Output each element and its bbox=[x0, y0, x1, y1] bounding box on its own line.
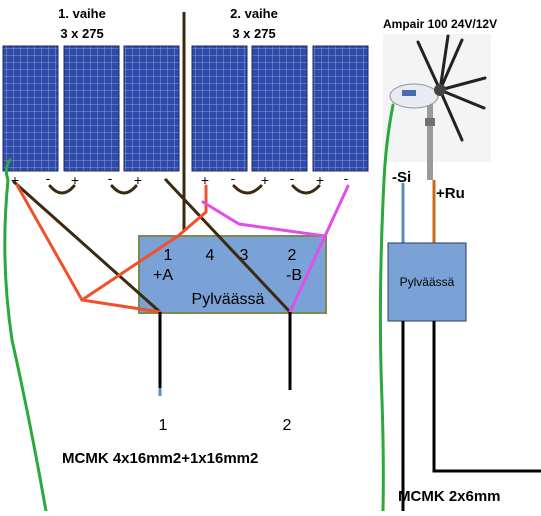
junction-terminal-2: 2 bbox=[288, 247, 297, 264]
jumper bbox=[232, 184, 263, 195]
solar-panel bbox=[312, 45, 369, 172]
junction-box-label: Pylväässä bbox=[192, 291, 265, 308]
junction-minus-b: -B bbox=[286, 267, 302, 284]
phase1-title: 1. vaihe bbox=[58, 6, 106, 21]
junction-plus-a: +A bbox=[153, 267, 173, 284]
red-wire-right bbox=[80, 184, 208, 302]
phase1-count: 3 x 275 bbox=[60, 26, 103, 41]
wind-turbine-image bbox=[383, 34, 491, 180]
jumper bbox=[291, 184, 321, 195]
magenta-wire-right bbox=[288, 184, 350, 314]
turbine-cable bbox=[401, 321, 541, 511]
phase2-title: 2. vaihe bbox=[230, 6, 278, 21]
terminal-plus: + bbox=[11, 172, 19, 188]
solar-panel bbox=[191, 45, 248, 172]
cable-number-1: 1 bbox=[159, 417, 168, 434]
turbine-box-label: Pylväässä bbox=[400, 275, 455, 289]
phase2-count: 3 x 275 bbox=[232, 26, 275, 41]
turbine-cable-label: MCMK 2x6mm bbox=[398, 488, 501, 505]
brown-wire-plus-a bbox=[12, 180, 162, 314]
turbine-minus-label: -Si bbox=[392, 169, 411, 186]
magenta-wire-upper bbox=[201, 200, 327, 238]
turbine-cable-right bbox=[432, 321, 541, 473]
terminal-minus: - bbox=[108, 170, 113, 186]
junction-terminal-1: 1 bbox=[164, 247, 173, 264]
solar-panel bbox=[251, 45, 308, 172]
main-cable-label: MCMK 4x16mm2+1x16mm2 bbox=[62, 450, 258, 467]
solar-panels bbox=[2, 45, 369, 172]
jumper bbox=[48, 184, 76, 195]
terminal-minus: - bbox=[290, 170, 295, 186]
turbine-box bbox=[387, 242, 467, 322]
solar-panel bbox=[2, 45, 59, 172]
terminal-minus: - bbox=[164, 170, 169, 186]
cable-number-2: 2 bbox=[283, 417, 292, 434]
terminal-plus: + bbox=[261, 172, 269, 188]
terminal-minus: - bbox=[231, 170, 236, 186]
terminal-minus: - bbox=[46, 170, 51, 186]
panel-terminals: + - + - + - + - + - + - bbox=[11, 170, 349, 188]
earth-wires bbox=[3, 103, 395, 513]
jumper bbox=[110, 184, 138, 195]
earth-wire-turbine bbox=[378, 103, 395, 513]
solar-panel bbox=[63, 45, 120, 172]
earth-wire-left bbox=[3, 158, 48, 513]
panel-wires bbox=[12, 178, 350, 314]
series-jumpers bbox=[48, 184, 321, 195]
terminal-minus: - bbox=[344, 170, 349, 186]
brown-wire-minus-b bbox=[164, 178, 292, 314]
junction-terminal-4: 4 bbox=[206, 247, 215, 264]
terminal-plus: + bbox=[316, 172, 324, 188]
terminal-plus: + bbox=[71, 172, 79, 188]
terminal-plus: + bbox=[201, 172, 209, 188]
turbine-plus-label: +Ru bbox=[436, 185, 465, 202]
solar-panel bbox=[123, 45, 180, 172]
turbine-title: Ampair 100 24V/12V bbox=[383, 17, 497, 31]
junction-terminal-3: 3 bbox=[240, 247, 249, 264]
terminal-plus: + bbox=[134, 172, 142, 188]
